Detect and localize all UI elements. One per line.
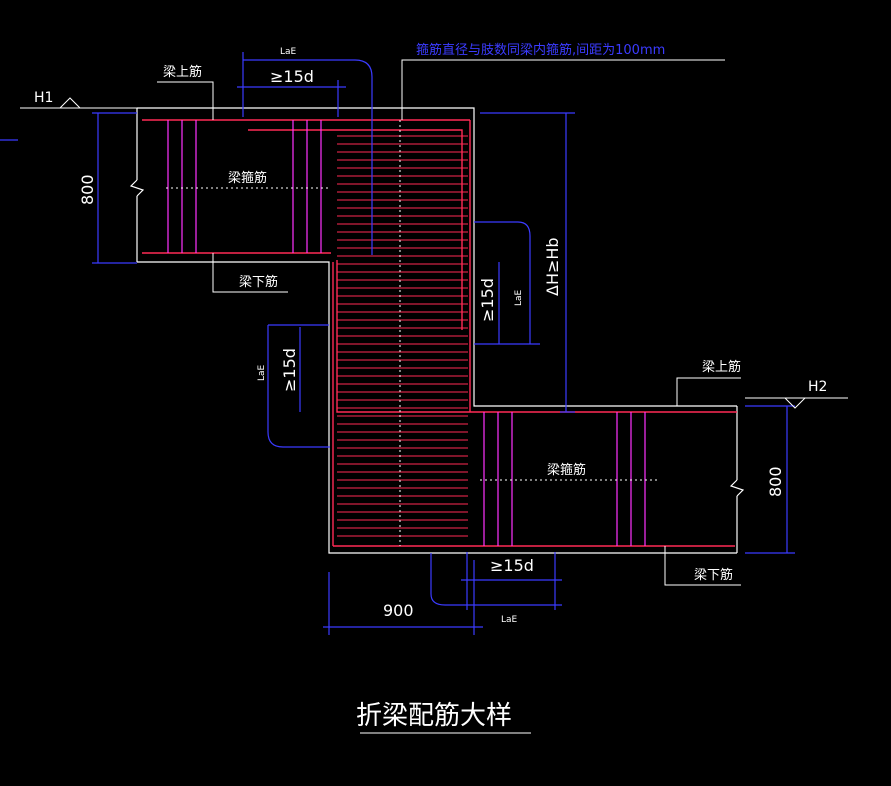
dim-15d-top: ≥15d (270, 67, 314, 86)
dim-lae-right: LaE (514, 289, 524, 306)
joint-stirrups (337, 135, 468, 537)
dim-lae-bottom: LaE (501, 615, 518, 625)
h2-label: H2 (808, 379, 827, 395)
longitudinal-rebar (142, 119, 737, 547)
beam-outline (129, 107, 745, 554)
bottom-bar-left-label: 梁下筋 (239, 274, 278, 290)
top-bar-left-label: 梁上筋 (163, 64, 202, 80)
drawing-title: 折梁配筋大样 (356, 701, 512, 731)
dim-left-800: 800 (78, 174, 97, 205)
dim-900: 900 (383, 601, 414, 620)
stirrup-right-label: 梁箍筋 (547, 462, 586, 478)
beam-stirrups (167, 120, 646, 546)
dim-right-800: 800 (766, 466, 785, 497)
dimension-lines (0, 52, 795, 635)
dim-15d-right: ≥15d (478, 278, 497, 322)
leader-lines (20, 59, 848, 734)
dim-lae-top: LaE (280, 47, 297, 57)
joint-centerline (166, 120, 660, 546)
bottom-bar-right-label: 梁下筋 (694, 567, 733, 583)
dim-15d-bottom: ≥15d (490, 556, 534, 575)
dim-15d-left: ≥15d (280, 348, 299, 392)
h1-label: H1 (34, 90, 53, 106)
top-bar-right-label: 梁上筋 (702, 359, 741, 375)
stirrup-note: 箍筋直径与肢数同梁内箍筋,间距为100mm (416, 42, 665, 58)
stirrup-left-label: 梁箍筋 (228, 170, 267, 186)
dim-lae-left: LaE (257, 364, 267, 381)
dim-delta-h: ΔH≥Hb (543, 237, 562, 296)
